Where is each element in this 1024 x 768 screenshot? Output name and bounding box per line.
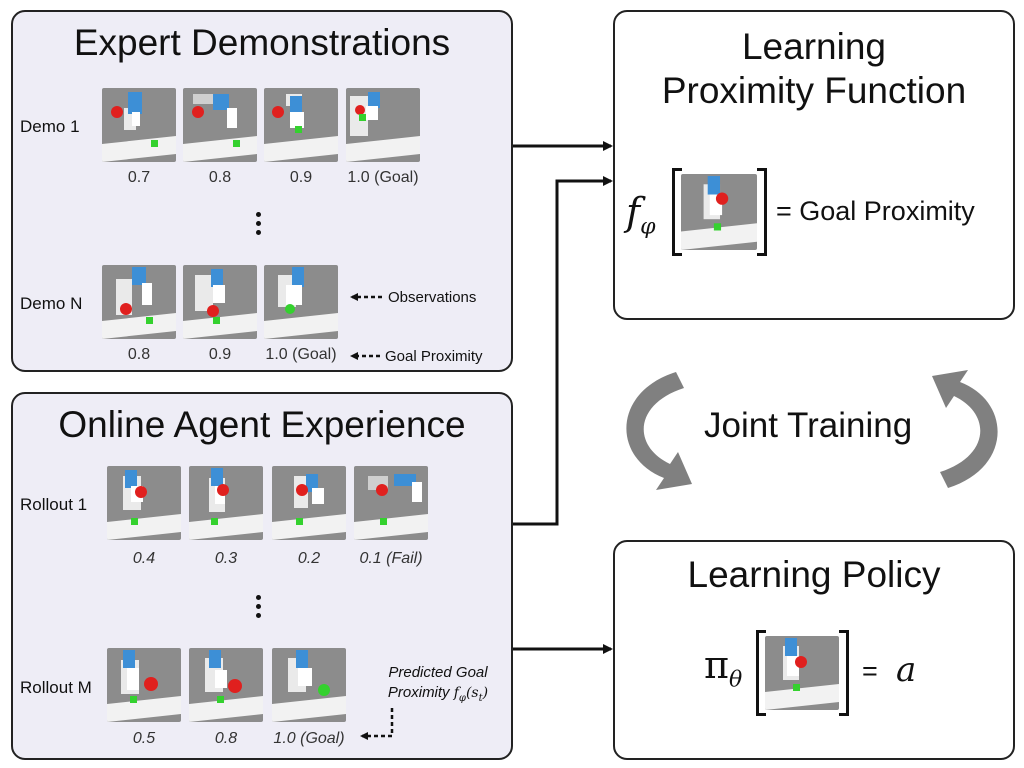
demo-1-value-4: 1.0 (Goal)	[347, 169, 419, 186]
rollout-m-label: Rollout M	[20, 678, 92, 697]
rollout-1-frame-1	[107, 466, 181, 540]
predicted-goal-line: Predicted Goal	[388, 664, 488, 681]
expert-demonstrations-title: Expert Demonstrations	[73, 22, 451, 63]
policy-title: Learning Policy	[687, 554, 941, 595]
proximity-word: Proximity	[387, 684, 450, 701]
demo-n-value-2: 0.9	[208, 346, 232, 363]
proximity-function-panel: Learning Proximity Function	[613, 10, 1015, 320]
rollout-1-frame-4	[354, 466, 428, 540]
demo-n-value-1: 0.8	[127, 346, 151, 363]
demo-1-frame-4	[346, 88, 420, 162]
proximity-function-title-line1: Learning	[741, 26, 886, 67]
joint-training-label: Joint Training	[704, 406, 913, 445]
proximity-function-title-line2: Proximity Function	[661, 70, 967, 111]
goal-proximity-equation-rhs: = Goal Proximity	[776, 196, 975, 226]
demo-1-value-3: 0.9	[289, 169, 313, 186]
demo-1-value-2: 0.8	[208, 169, 232, 186]
rollout-1-label: Rollout 1	[20, 495, 88, 514]
rollout-m-frame-2	[189, 648, 263, 722]
rollout-1-value-3: 0.2	[297, 550, 321, 567]
policy-left-bracket	[756, 630, 766, 716]
rollout-ellipsis	[256, 595, 262, 622]
rollout-1-frame-2	[189, 466, 263, 540]
left-bracket	[672, 168, 682, 256]
rollout-1-frame-3	[272, 466, 346, 540]
policy-right-bracket	[839, 630, 849, 716]
rollout-m-value-3: 1.0 (Goal)	[273, 730, 345, 747]
rollout-1-value-4: 0.1 (Fail)	[359, 550, 423, 567]
pi-theta-symbol: πθ	[704, 643, 743, 693]
predicted-proximity-line: Proximity fφ(st)	[372, 683, 504, 709]
rollout-1-value-1: 0.4	[132, 550, 156, 567]
demo-ellipsis	[256, 212, 262, 239]
right-bracket	[757, 168, 767, 256]
predicted-proximity-dashed-arrow	[360, 708, 394, 740]
demo-1-label: Demo 1	[20, 117, 80, 136]
online-agent-experience-title: Online Agent Experience	[58, 404, 466, 445]
expert-demonstrations-panel: Expert Demonstrations	[11, 10, 513, 372]
demo-1-frame-1	[102, 88, 176, 162]
rollout-m-frame-3	[272, 648, 346, 722]
demo-n-label: Demo N	[20, 294, 83, 313]
demo-1-frame-3	[264, 88, 338, 162]
cycle-arrow-right	[932, 370, 998, 488]
predicted-goal-proximity-annotation: Predicted Goal Proximity fφ(st)	[372, 663, 504, 709]
rollout-m-frame-1	[107, 648, 181, 722]
action-symbol: a	[896, 650, 917, 690]
proximity-input-frame	[681, 174, 757, 250]
rollout-1-value-2: 0.3	[214, 550, 238, 567]
proximity-formula: fφ(st)	[453, 685, 489, 704]
rollout-m-value-1: 0.5	[132, 730, 156, 747]
f-phi-symbol: fφ	[626, 190, 656, 240]
policy-input-frame	[765, 636, 839, 710]
demo-n-frame-1	[102, 265, 176, 339]
goal-proximity-label: Goal Proximity	[385, 348, 483, 365]
demo-n-frame-3	[264, 265, 338, 339]
online-to-proximity-arrow	[513, 176, 613, 526]
rollout-m-value-2: 0.8	[214, 730, 238, 747]
demo-n-frame-2	[183, 265, 257, 339]
demo-n-value-3: 1.0 (Goal)	[265, 346, 337, 363]
cycle-arrow-left	[626, 372, 692, 490]
observations-label: Observations	[388, 289, 477, 306]
demo-1-frame-2	[183, 88, 257, 162]
demo-1-value-1: 0.7	[127, 169, 151, 186]
policy-equals: =	[862, 656, 878, 686]
